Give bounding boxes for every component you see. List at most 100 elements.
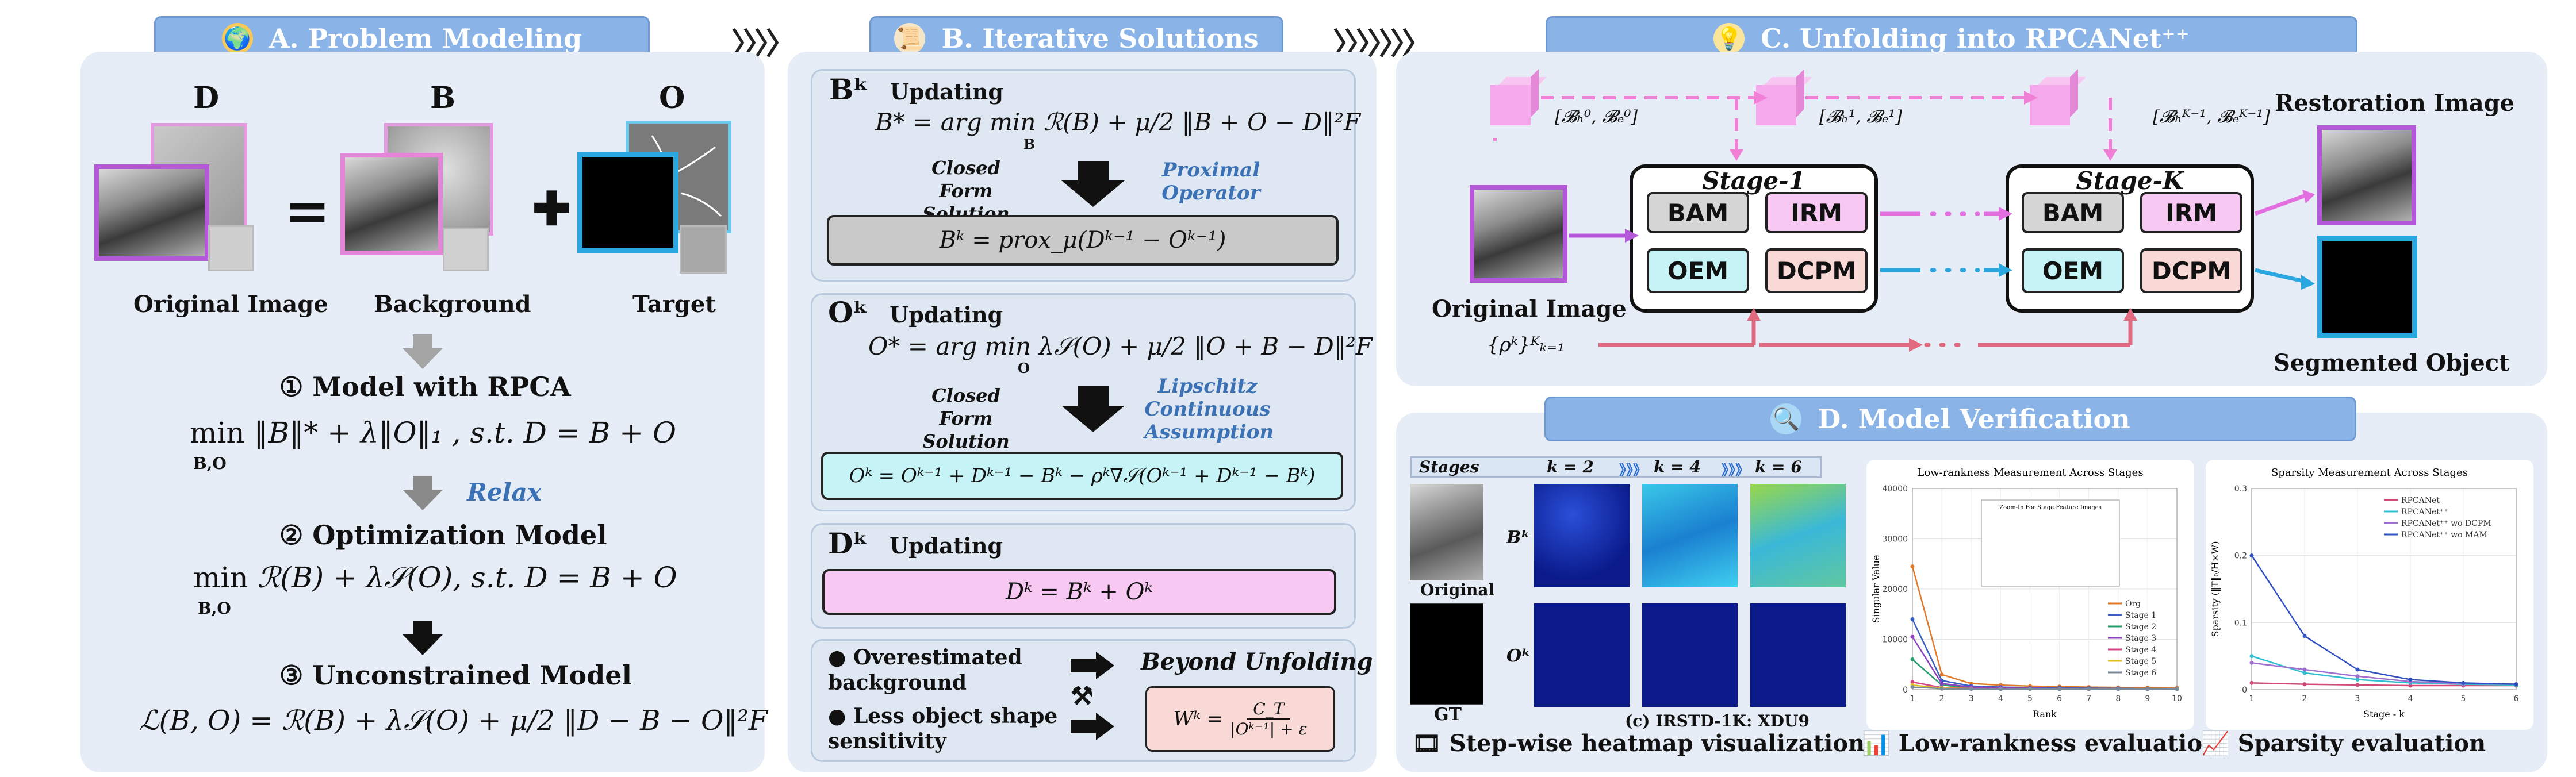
globe-icon: 🌍: [221, 23, 253, 54]
lowrank-bottom-label: 📊 Low-rankness evaluation: [1862, 730, 2219, 757]
lowrank-series-6-point-5: [2057, 687, 2062, 691]
bullet2-text: Less object shape sensitivity: [828, 704, 1058, 753]
o-eq-sub: O: [1018, 360, 1030, 376]
sparsity-legend-label-2: RPCANet⁺⁺ wo DCPM: [2401, 519, 2491, 528]
bullet-less-shape: ● Less object shape sensitivity: [828, 703, 1070, 754]
sparsity-xtick-5: 6: [2514, 694, 2519, 703]
lowrank-series-6-point-8: [2145, 687, 2150, 691]
eq2-body: ℛ(B) + λ𝒮(O), s.t. D = B + O: [257, 561, 677, 594]
lowrank-xlabel: Rank: [2033, 709, 2057, 720]
target-image-front: [577, 152, 678, 253]
down-arrow-black-icon: [402, 621, 443, 655]
lowrank-legend-label-6: Stage 6: [2125, 668, 2156, 678]
d-updating: Updating: [889, 533, 1003, 559]
sparsity-ytick-2: 0.2: [2234, 552, 2247, 561]
lowrank-series-2-point-0: [1910, 657, 1915, 661]
background-image-small: [443, 228, 489, 271]
header-model-verification: 🔍 D. Model Verification: [1544, 397, 2356, 441]
lowrank-ytick-1: 10000: [1882, 636, 1908, 645]
heatmap-o-k2: [1534, 603, 1630, 707]
w-den: |Oᵏ⁻¹| + ε: [1230, 720, 1308, 738]
w-equation-box: Wᵏ = C_T |Oᵏ⁻¹| + ε: [1145, 686, 1335, 752]
b-eq-sub: B: [1023, 136, 1036, 152]
original-image-small: [208, 225, 254, 271]
lowrank-legend-label-5: Stage 5: [2125, 657, 2156, 666]
gt-caption: GT: [1434, 705, 1462, 725]
lowrank-series-3-point-1: [1939, 682, 1944, 686]
lowrank-ytick-3: 30000: [1882, 535, 1908, 544]
lowrank-ytick-4: 40000: [1882, 484, 1908, 494]
lowrank-series-6-point-4: [2027, 687, 2032, 691]
stage1-irm: IRM: [1765, 192, 1868, 233]
stages-label: Stages: [1419, 457, 1479, 476]
heatmap-o-k6: [1750, 603, 1846, 707]
heatmap-b-k2: [1534, 484, 1630, 587]
pink-dashed-connectors: [1493, 91, 2117, 161]
lowrank-series-0-point-1: [1939, 672, 1944, 677]
stagek-dcpm: DCPM: [2140, 248, 2242, 293]
sparsity-series-3-line: [2251, 555, 2517, 685]
lowrank-series-1-point-0: [1910, 617, 1915, 621]
sparsity-series-1-point-2: [2355, 678, 2360, 682]
bullet1-dot: ●: [828, 645, 853, 670]
original-image-front: [94, 164, 209, 261]
sparsity-series-3-point-5: [2514, 682, 2518, 687]
hammer-icon: ⚒: [1071, 682, 1094, 711]
o-update-title: Oᵏ Updating: [828, 295, 1003, 329]
eq2-min: min: [193, 561, 248, 594]
bank-label-0: [𝓑ₕ⁰, 𝓑ₑ⁰]: [1555, 107, 1638, 127]
k2-label: k = 2: [1547, 457, 1594, 476]
sparsity-ylabel: Sparsity (‖T‖₀/H×W): [2210, 541, 2221, 637]
lowrank-inset-frame: [1981, 499, 2120, 587]
film-icon: 🎞: [1412, 730, 1442, 757]
segmented-image: [2317, 236, 2417, 338]
eq1-min: min: [190, 416, 245, 449]
k6-label: k = 6: [1755, 457, 1802, 476]
right-arrow-2-icon: [1071, 713, 1114, 740]
b-closed-form: Closed Form Solution: [922, 157, 1010, 225]
sparsity-series-2-point-2: [2355, 674, 2360, 679]
lightbulb-icon: 💡: [1713, 23, 1745, 54]
header-c-label: C. Unfolding into RPCANet⁺⁺: [1761, 23, 2190, 54]
sparsity-xlabel: Stage - k: [2363, 709, 2405, 720]
sparsity-xtick-4: 5: [2461, 694, 2466, 703]
sparsity-series-0-point-0: [2249, 680, 2254, 685]
sparsity-legend-label-1: RPCANet⁺⁺: [2401, 507, 2448, 517]
row-o-label: Oᵏ: [1506, 646, 1531, 666]
sparsity-xtick-2: 3: [2355, 694, 2360, 703]
eq3: ℒ(B, O) = ℛ(B) + λ𝒮(O) + μ/2 ‖D − B − O‖…: [139, 705, 768, 737]
sparsity-xtick-1: 2: [2302, 694, 2307, 703]
stagek-oem: OEM: [2022, 248, 2124, 293]
sparsity-series-3-point-2: [2355, 667, 2360, 672]
lowrank-xtick-4: 5: [2027, 694, 2033, 703]
lowrank-legend-label-1: Stage 1: [2125, 611, 2156, 620]
o-down-arrow-icon: [1061, 386, 1125, 432]
lowrank-ytick-0: 0: [1903, 686, 1908, 695]
b-down-arrow-icon: [1061, 161, 1125, 207]
step1-label: ① Model with RPCA: [279, 371, 571, 402]
stage1-oem: OEM: [1647, 248, 1749, 293]
stage-1-title: Stage-1: [1702, 167, 1805, 195]
sparsity-series-3-point-0: [2249, 553, 2254, 558]
feature-cube-1: [1490, 85, 1531, 125]
eq2-sub: B,O: [198, 599, 231, 618]
letter-b: B: [430, 80, 455, 116]
lowrank-xtick-1: 2: [1939, 694, 1945, 703]
o-update-box: Oᵏ = Oᵏ⁻¹ + Dᵏ⁻¹ − Bᵏ − ρᵏ∇𝒮(Oᵏ⁻¹ + Dᵏ⁻¹…: [821, 452, 1343, 500]
feature-cube-3: [2030, 85, 2070, 125]
lowrank-series-6-point-3: [1998, 687, 2003, 691]
chevrons-1-icon: 》》》: [1619, 461, 1647, 478]
c-original-caption: Original Image: [1432, 295, 1627, 322]
header-a-label: A. Problem Modeling: [269, 23, 582, 54]
stagek-irm: IRM: [2140, 192, 2242, 233]
sparsity-series-1-line: [2251, 655, 2517, 686]
sparsity-ytick-1: 0.1: [2234, 618, 2247, 628]
lowrank-series-6-point-6: [2087, 687, 2091, 691]
sparsity-plot-frame: [2251, 488, 2517, 690]
sparsity-series-3-point-3: [2408, 678, 2413, 682]
b-title: Bᵏ: [829, 72, 869, 106]
flow-arrows: [1569, 190, 2315, 352]
eq2: min ℛ(B) + λ𝒮(O), s.t. D = B + O: [193, 561, 677, 595]
sparsity-series-2-point-1: [2302, 667, 2307, 672]
lipschitz-assumption: Lipschitz Continuous Assumption: [1144, 375, 1274, 444]
